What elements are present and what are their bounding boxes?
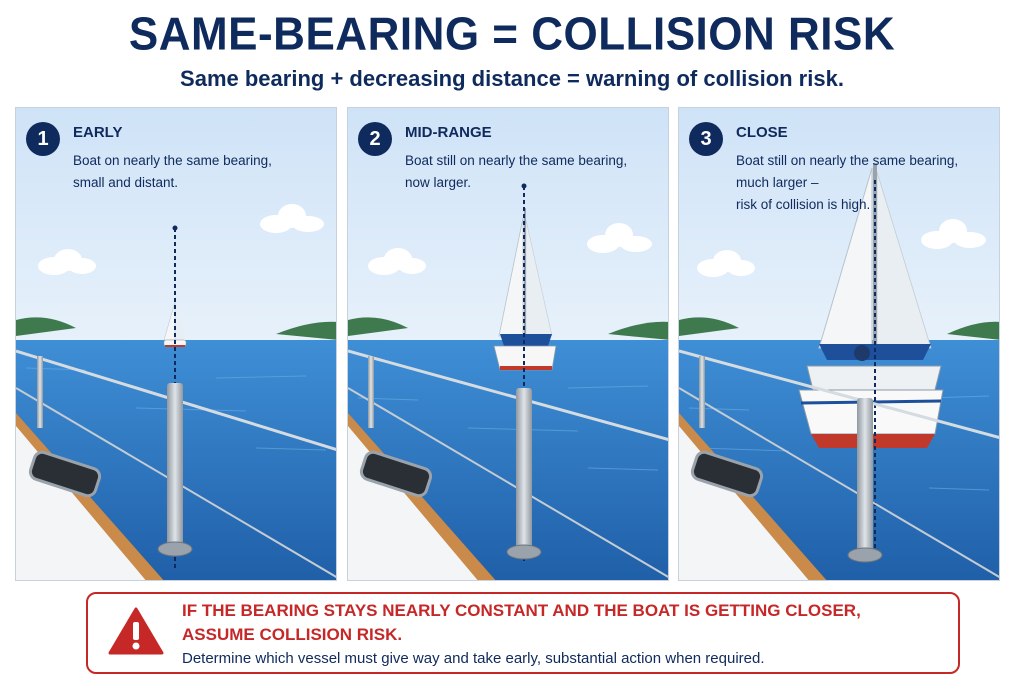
deck-hatch (28, 450, 102, 498)
cloud-icon (38, 204, 324, 275)
scene-close (679, 108, 999, 580)
warning-headline-2: ASSUME COLLISION RISK. (182, 625, 403, 644)
warning-instruction: Determine which vessel must give way and… (182, 650, 765, 667)
step-title: MID-RANGE (405, 124, 492, 141)
panel-mid-range: 2 MID-RANGE Boat still on nearly the sam… (347, 107, 669, 581)
step-description: Boat on nearly the same bearing, small a… (73, 153, 272, 190)
stanchion-post (857, 398, 873, 556)
stanchion-post (167, 383, 183, 551)
scene-early (16, 108, 336, 580)
scene-mid-range (348, 108, 668, 580)
step-title: EARLY (73, 124, 123, 141)
warning-box: IF THE BEARING STAYS NEARLY CONSTANT AND… (86, 592, 960, 674)
cloud-icon (697, 219, 986, 277)
deck-hatch (359, 450, 433, 498)
panel-early: 1 EARLY Boat on nearly the same bearing,… (15, 107, 337, 581)
sailboat-icon (493, 208, 557, 371)
warning-headline: IF THE BEARING STAYS NEARLY CONSTANT AND… (182, 601, 861, 620)
step-number-badge: 2 (358, 122, 392, 156)
page-subtitle: Same bearing + decreasing distance = war… (180, 66, 844, 91)
warning-triangle-icon (108, 607, 164, 655)
step-description: Boat still on nearly the same bearing, m… (736, 153, 959, 212)
deck-hatch (690, 450, 764, 498)
cloud-icon (368, 223, 652, 275)
step-description: Boat still on nearly the same bearing, n… (405, 153, 628, 190)
step-number-badge: 1 (26, 122, 60, 156)
panel-close: 3 CLOSE Boat still on nearly the same be… (678, 107, 1000, 581)
step-title: CLOSE (736, 124, 788, 141)
step-number-badge: 3 (689, 122, 723, 156)
stanchion-post (516, 388, 532, 553)
page-title: SAME-BEARING = COLLISION RISK (128, 8, 896, 61)
